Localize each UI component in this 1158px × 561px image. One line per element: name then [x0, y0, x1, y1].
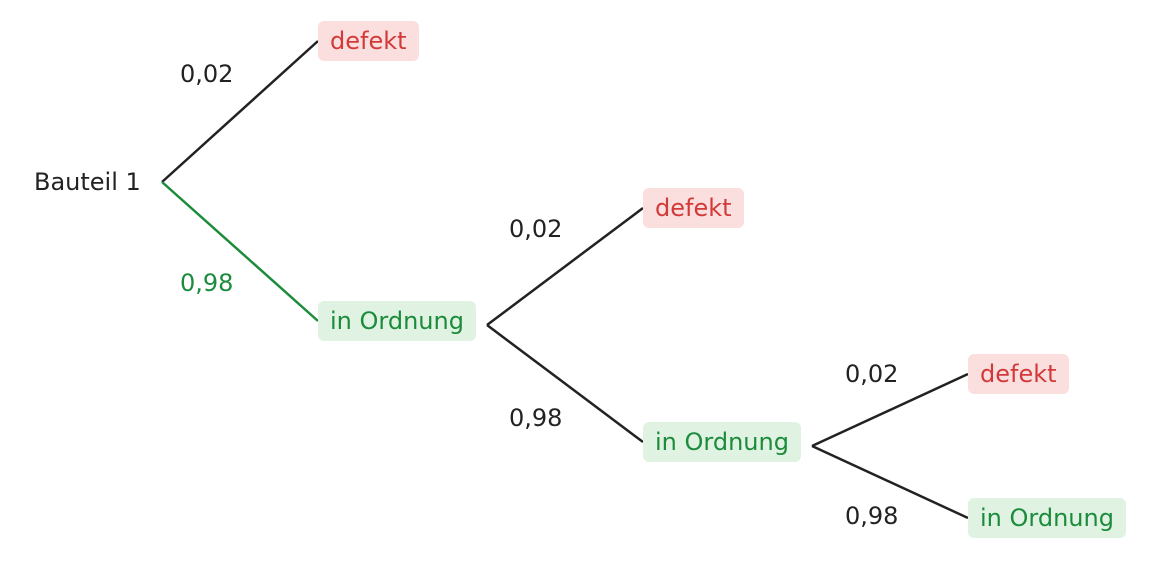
probability-3-defekt: 0,02 [845, 360, 899, 388]
branch-1-defekt [161, 40, 319, 183]
node-3-ok: in Ordnung [968, 498, 1126, 538]
node-2-defekt: defekt [643, 188, 744, 228]
branch-3-ok [811, 444, 969, 520]
branch-1-ok [161, 181, 319, 322]
branch-2-defekt [486, 207, 644, 326]
probability-1-ok: 0,98 [180, 269, 234, 297]
probability-1-defekt: 0,02 [180, 60, 234, 88]
node-1-defekt: defekt [318, 21, 419, 61]
node-1-ok: in Ordnung [318, 301, 476, 341]
node-3-defekt: defekt [968, 354, 1069, 394]
probability-3-ok: 0,98 [845, 502, 899, 530]
root-label: Bauteil 1 [34, 168, 141, 196]
node-2-ok: in Ordnung [643, 422, 801, 462]
branch-2-ok [486, 324, 644, 443]
branch-3-defekt [811, 372, 969, 448]
probability-2-defekt: 0,02 [509, 215, 563, 243]
probability-2-ok: 0,98 [509, 404, 563, 432]
